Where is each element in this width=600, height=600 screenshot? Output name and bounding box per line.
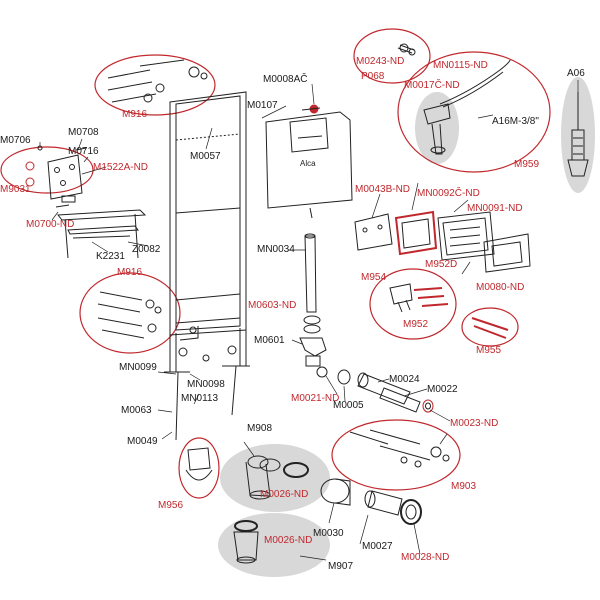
label-m0024: M0024 — [389, 374, 420, 385]
label-m952d: M952D — [425, 259, 458, 270]
label-m0026-nd-b: M0026-ND — [264, 535, 313, 546]
label-m0005: M0005 — [333, 400, 364, 411]
label-m0063: M0063 — [121, 405, 152, 416]
m959-outline — [397, 51, 551, 173]
m0243-outline — [353, 28, 431, 84]
label-m952: M952 — [403, 319, 429, 330]
cistern-brand: Alca — [300, 159, 316, 168]
m956-clip — [185, 447, 213, 481]
label-m955: M955 — [476, 345, 502, 356]
label-mn0098: MN0098 — [187, 379, 225, 390]
label-a06: A06 — [567, 68, 585, 79]
bottom-pipes — [233, 455, 422, 564]
label-mn0091-nd: MN0091-ND — [467, 203, 523, 214]
label-m0049: M0049 — [127, 436, 158, 447]
label-m959: M959 — [514, 159, 540, 170]
label-m0026-nd-a: M0026-ND — [260, 489, 309, 500]
label-m903: M903 — [451, 481, 477, 492]
label-mn0113: MN0113 — [181, 393, 219, 404]
label-m0080-nd: M0080-ND — [476, 282, 525, 293]
label-m0022: M0022 — [427, 384, 458, 395]
label-z0082: Z0082 — [132, 244, 161, 255]
m952-mechanism — [389, 283, 449, 313]
label-m0027: M0027 — [362, 541, 393, 552]
label-m954: M954 — [361, 272, 387, 283]
label-m0601: M0601 — [254, 335, 285, 346]
m9031-outline — [0, 146, 94, 194]
m916-top-screws — [107, 59, 208, 103]
p068-bolt — [397, 43, 416, 56]
m0706-parts — [25, 145, 87, 187]
label-m1522a-nd: M1522A-ND — [93, 162, 149, 173]
label-m0008ac: M0008AČ — [263, 74, 308, 85]
label-m0030: M0030 — [313, 528, 344, 539]
leader-lines — [39, 80, 579, 561]
m916-top-outline — [94, 54, 216, 116]
m955-outline — [461, 307, 519, 347]
m956-outline — [178, 437, 220, 499]
label-mn0034: MN0034 — [257, 244, 295, 255]
m903-screws — [349, 429, 450, 468]
drain-elbow — [316, 366, 434, 413]
label-m916-mid: M916 — [117, 267, 143, 278]
label-m0700-nd: M0700-ND — [26, 219, 75, 230]
a06-part — [567, 92, 589, 177]
side-bracket — [47, 154, 147, 259]
label-m0057: M0057 — [190, 151, 221, 162]
m955-rods — [471, 317, 509, 339]
label-m0028-nd: M0028-ND — [401, 552, 450, 563]
label-m0021-nd: M0021-ND — [291, 393, 340, 404]
group-outlines — [0, 28, 551, 499]
m907-highlight — [218, 513, 330, 577]
label-m0043b-nd: M0043B-ND — [355, 184, 411, 195]
cistern — [265, 104, 353, 219]
mounting-frame — [164, 91, 250, 441]
m916-mid-screws — [97, 291, 162, 339]
label-m0243-nd: M0243-ND — [356, 56, 405, 67]
flush-pipe — [299, 233, 327, 367]
m952-outline — [369, 268, 457, 340]
label-k2231: K2231 — [96, 251, 125, 262]
flush-plates — [354, 210, 531, 273]
label-m0023-nd: M0023-ND — [450, 418, 499, 429]
label-a16m: A16M-3/8" — [492, 116, 539, 127]
label-m0708: M0708 — [68, 127, 99, 138]
label-m0603-nd: M0603-ND — [248, 300, 297, 311]
m916-mid-outline — [79, 272, 181, 354]
label-m916-top: M916 — [122, 109, 148, 120]
label-mn0092c-nd: MN0092Č-ND — [417, 188, 480, 199]
label-m9031: M9031 — [0, 184, 31, 195]
label-m907: M907 — [328, 561, 354, 572]
label-mn0115-nd: MN0115-ND — [433, 60, 488, 71]
label-m908: M908 — [247, 423, 273, 434]
label-m0716: M0716 — [68, 146, 99, 157]
label-m0706: M0706 — [0, 135, 31, 146]
label-mn0099: MN0099 — [119, 362, 157, 373]
label-p068: P068 — [361, 71, 385, 82]
fill-valve — [423, 59, 511, 155]
label-m0107: M0107 — [247, 100, 278, 111]
label-m956: M956 — [158, 500, 184, 511]
m903-outline — [331, 419, 461, 491]
m908-highlight — [220, 444, 330, 512]
label-m0017c-nd: M0017Č-ND — [404, 80, 460, 91]
